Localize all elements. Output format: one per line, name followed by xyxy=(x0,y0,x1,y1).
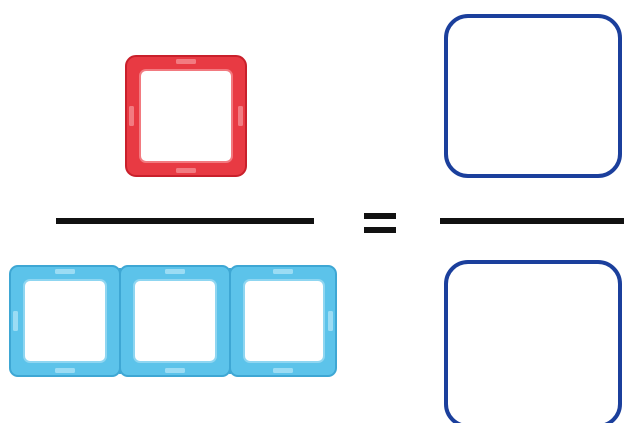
blue-square-tile-1 xyxy=(10,266,120,376)
left-fraction-bar xyxy=(56,218,314,224)
denominator-answer-box[interactable] xyxy=(446,262,620,423)
numerator-red-square-tile xyxy=(126,56,246,176)
equals-sign xyxy=(364,213,396,233)
numerator-answer-box[interactable] xyxy=(446,16,620,176)
right-fraction-bar xyxy=(440,218,624,224)
denominator-blue-tiles xyxy=(10,266,336,376)
blue-square-tile-3 xyxy=(230,266,336,376)
blue-square-tile-2 xyxy=(120,266,230,376)
